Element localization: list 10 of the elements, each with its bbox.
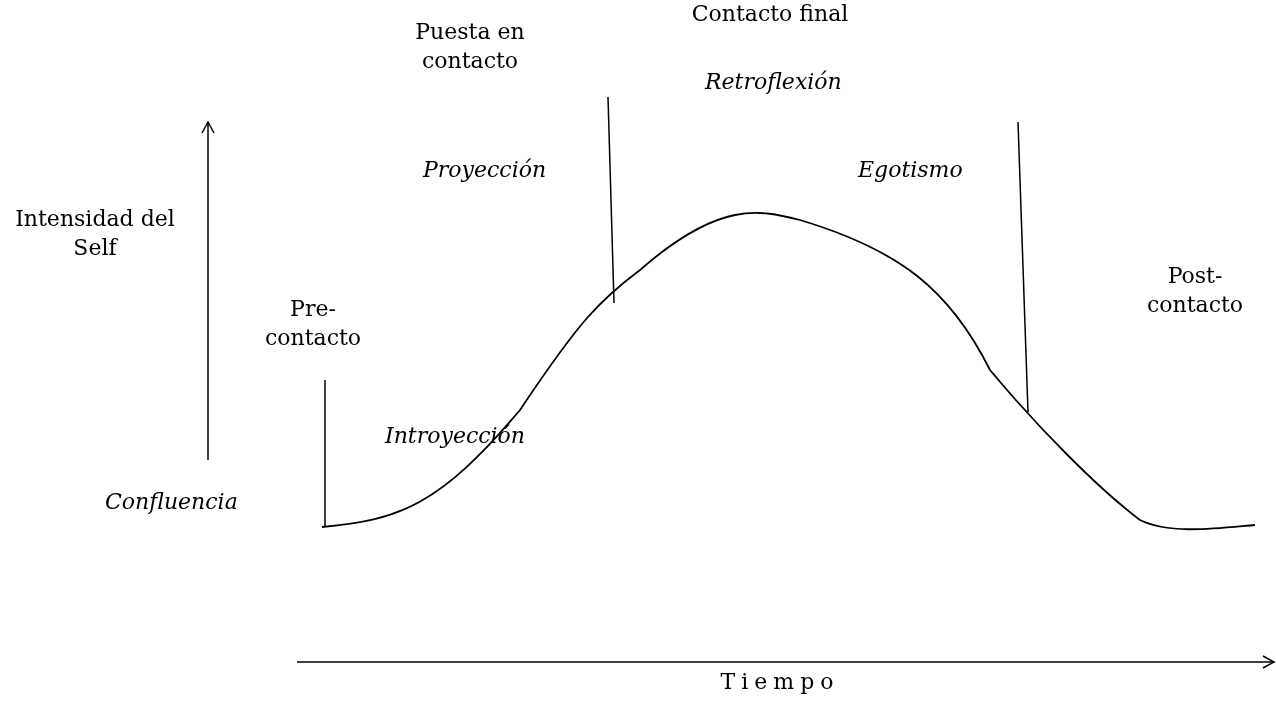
stage-label: Puesta en contacto: [414, 18, 526, 75]
stage-label: Contacto final: [690, 0, 850, 28]
stage-label: Post-contacto: [1145, 262, 1245, 319]
phase-label: Egotismo: [858, 156, 963, 184]
phase-label: Confluencia: [105, 488, 238, 516]
axis-label: Tiempo: [720, 668, 840, 696]
axis-label: Intensidad del Self: [14, 205, 176, 262]
phase-label: Proyección: [423, 156, 547, 184]
stage-label: Pre-contacto: [263, 295, 363, 352]
phase-label: Retroflexión: [705, 68, 842, 96]
